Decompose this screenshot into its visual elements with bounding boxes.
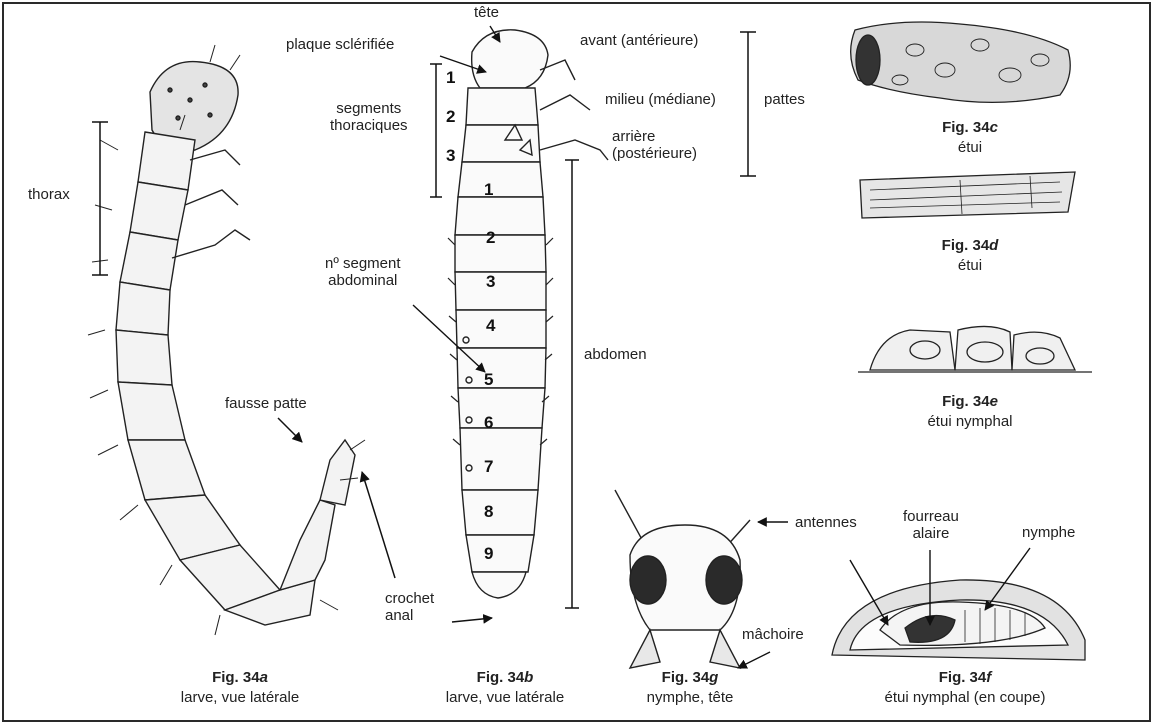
pupa-head-drawing <box>615 490 750 668</box>
thoracic-number: 1 <box>446 68 455 88</box>
caption-text: étui <box>900 256 1040 276</box>
abdominal-number: 2 <box>486 228 495 248</box>
label-segments-thoraciques: segments thoraciques <box>330 100 408 135</box>
label-abdomen: abdomen <box>584 346 647 363</box>
label-fourreau: fourreau alaire <box>903 508 959 543</box>
case-section-drawing <box>832 580 1085 660</box>
case-drawing-c <box>851 22 1071 102</box>
caption-text: étui nymphal (en coupe) <box>850 688 1080 708</box>
fausse-patte-arrow <box>278 418 302 442</box>
caption-title: Fig. 34g <box>610 668 770 688</box>
caption-text: étui nymphal <box>890 412 1050 432</box>
abdominal-number: 1 <box>484 180 493 200</box>
label-milieu: milieu (médiane) <box>605 91 716 108</box>
thoracic-segments-bracket <box>430 64 442 197</box>
label-avant: avant (antérieure) <box>580 32 698 49</box>
larva-segments-drawing <box>448 30 608 598</box>
abdominal-number: 6 <box>484 413 493 433</box>
label-machoire: mâchoire <box>742 626 804 643</box>
case-drawing-d <box>860 172 1075 218</box>
case-drawing-e <box>858 326 1092 372</box>
abdominal-number: 9 <box>484 544 493 564</box>
caption-title: Fig. 34f <box>850 668 1080 688</box>
caption-text: étui <box>900 138 1040 158</box>
label-crochet-anal: crochet anal <box>385 590 434 625</box>
caption-title: Fig. 34e <box>890 392 1050 412</box>
caption-text: nymphe, tête <box>610 688 770 708</box>
caption-fig-34b: Fig. 34b larve, vue latérale <box>405 668 605 707</box>
caption-fig-34g: Fig. 34g nymphe, tête <box>610 668 770 707</box>
thorax-bracket <box>92 122 108 275</box>
larva-lateral-drawing <box>88 45 365 635</box>
label-arriere: arrière (postérieure) <box>612 128 697 163</box>
caption-title: Fig. 34b <box>405 668 605 688</box>
abdominal-number: 4 <box>486 316 495 336</box>
caption-title: Fig. 34a <box>130 668 350 688</box>
abdominal-number: 8 <box>484 502 493 522</box>
caption-title: Fig. 34d <box>900 236 1040 256</box>
abdominal-number: 7 <box>484 457 493 477</box>
label-fausse-patte: fausse patte <box>225 395 307 412</box>
thoracic-number: 3 <box>446 146 455 166</box>
thoracic-number: 2 <box>446 107 455 127</box>
label-antennes: antennes <box>795 514 857 531</box>
label-thorax: thorax <box>28 186 70 203</box>
abdominal-number: 5 <box>484 370 493 390</box>
label-pattes: pattes <box>764 91 805 108</box>
caption-fig-34a: Fig. 34a larve, vue latérale <box>130 668 350 707</box>
label-segment-abdominal: nº segment abdominal <box>325 255 401 290</box>
machoire-arrow <box>738 652 770 668</box>
pattes-bracket <box>740 32 756 176</box>
label-nymphe: nymphe <box>1022 524 1075 541</box>
label-plaque: plaque sclérifiée <box>286 36 394 53</box>
crochet-anal-arrow <box>362 472 395 578</box>
caption-fig-34c: Fig. 34c étui <box>900 118 1040 157</box>
abdomen-bracket <box>565 160 579 608</box>
caption-fig-34d: Fig. 34d étui <box>900 236 1040 275</box>
caption-fig-34f: Fig. 34f étui nymphal (en coupe) <box>850 668 1080 707</box>
caption-text: larve, vue latérale <box>405 688 605 708</box>
label-tete: tête <box>474 4 499 21</box>
caption-title: Fig. 34c <box>900 118 1040 138</box>
caption-fig-34e: Fig. 34e étui nymphal <box>890 392 1050 431</box>
crochet-anal-arrow-b <box>452 618 492 622</box>
abdominal-number: 3 <box>486 272 495 292</box>
caption-text: larve, vue latérale <box>130 688 350 708</box>
